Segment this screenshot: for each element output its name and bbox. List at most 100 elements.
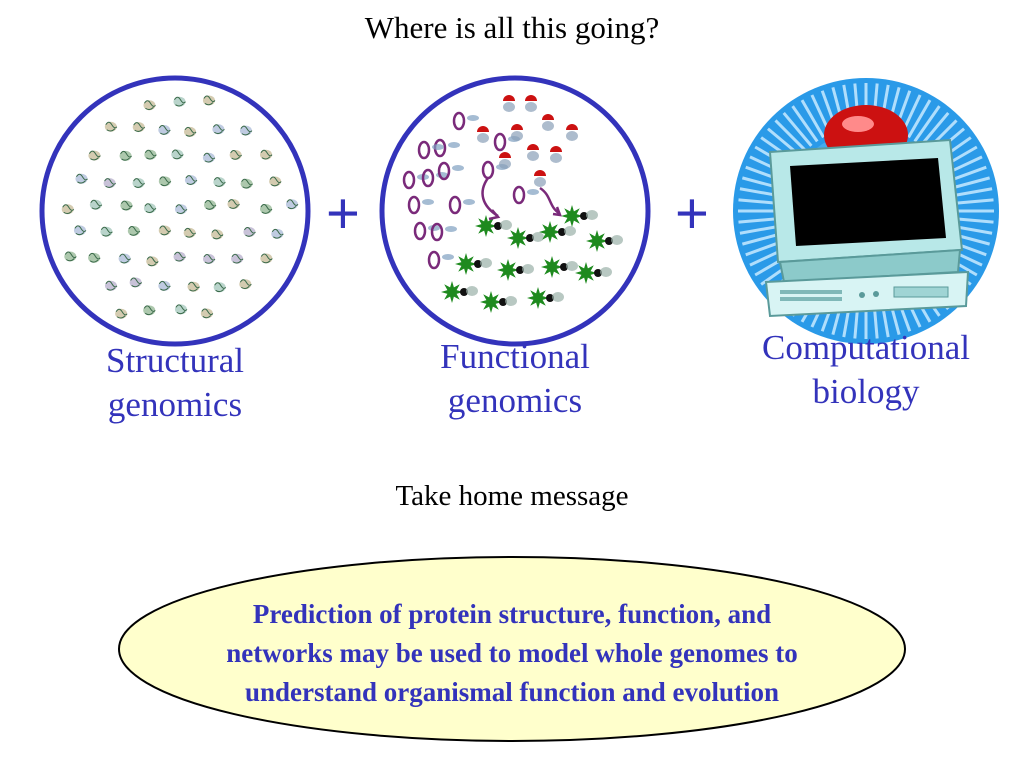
protein-blob-icon: [127, 225, 141, 236]
red-cap-protein-icon: [534, 170, 546, 187]
protein-blob-icon: [269, 176, 282, 187]
protein-blob-icon: [174, 304, 188, 315]
protein-blob-icon: [143, 100, 156, 111]
protein-blob-icon: [184, 175, 198, 186]
protein-blob-icon: [146, 256, 159, 267]
protein-blob-icon: [213, 282, 227, 293]
label-line: Structural: [105, 341, 245, 380]
take-home-message: Prediction of protein structure, functio…: [150, 595, 874, 712]
protein-blob-icon: [119, 150, 132, 161]
protein-blob-icon: [174, 204, 188, 215]
protein-blob-icon: [229, 149, 243, 160]
protein-blob-icon: [239, 125, 253, 136]
protein-blob-icon: [143, 305, 156, 316]
protein-blob-icon: [202, 95, 216, 106]
green-star-protein-icon: [475, 215, 512, 237]
red-cap-protein-icon: [477, 126, 489, 143]
red-cap-protein-icon: [503, 95, 515, 112]
label-computational-biology: Computational biology: [740, 326, 992, 414]
protein-blob-icon: [89, 199, 103, 210]
protein-blob-icon: [260, 253, 273, 264]
slide-title: Where is all this going?: [364, 10, 660, 45]
protein-blob-icon: [187, 281, 200, 292]
red-cap-protein-icon: [499, 152, 511, 169]
protein-blob-icon: [271, 228, 284, 239]
ring-molecule-icon: [437, 161, 464, 181]
green-star-protein-icon: [561, 205, 598, 227]
protein-blob-icon: [231, 253, 244, 264]
protein-blob-icon: [211, 229, 224, 240]
green-star-protein-icon: [507, 227, 544, 249]
label-line: genomics: [447, 381, 583, 420]
protein-blob-icon: [120, 200, 133, 211]
protein-blob-icon: [200, 308, 214, 319]
protein-cluster-icon: [61, 95, 299, 319]
green-star-protein-icon: [441, 205, 623, 313]
protein-blob-icon: [158, 176, 172, 187]
label-line: Functional: [440, 337, 590, 376]
ring-molecule-icon: [452, 111, 479, 131]
protein-blob-icon: [61, 204, 75, 215]
computer-monitor-icon: [733, 78, 999, 344]
take-home-ellipse: [118, 556, 906, 742]
message-line: understand organismal function and evolu…: [244, 677, 780, 707]
ring-molecule-icon: [512, 185, 539, 205]
red-cap-protein-icon: [477, 95, 578, 187]
protein-blob-icon: [143, 203, 157, 214]
protein-blob-icon: [75, 173, 88, 184]
ring-molecule-icon: [407, 195, 434, 215]
protein-blob-icon: [129, 277, 143, 288]
ring-molecule-icon: [430, 222, 457, 242]
protein-blob-icon: [88, 252, 101, 263]
protein-blob-icon: [285, 199, 299, 210]
ring-molecule-icon: [448, 195, 475, 215]
ring-molecule-icon: [417, 140, 444, 160]
red-cap-protein-icon: [525, 95, 537, 112]
protein-blob-icon: [260, 149, 273, 160]
protein-blob-icon: [212, 124, 225, 135]
protein-blob-icon: [144, 149, 157, 160]
protein-blob-icon: [158, 280, 171, 291]
red-cap-protein-icon: [511, 124, 523, 141]
protein-blob-icon: [115, 308, 128, 319]
protein-blob-icon: [132, 178, 145, 189]
protein-blob-icon: [243, 227, 256, 238]
protein-blob-icon: [184, 126, 197, 137]
protein-blob-icon: [103, 178, 117, 189]
take-home-heading: Take home message: [395, 480, 629, 512]
label-line: biology: [812, 372, 920, 411]
protein-blob-icon: [213, 177, 226, 188]
red-cap-protein-icon: [527, 144, 539, 161]
protein-blob-icon: [202, 253, 216, 264]
message-line: networks may be used to model whole geno…: [226, 638, 798, 668]
protein-blob-icon: [183, 227, 197, 238]
green-star-protein-icon: [539, 221, 576, 243]
protein-blob-icon: [202, 152, 216, 163]
protein-blob-icon: [132, 122, 146, 133]
protein-blob-icon: [203, 200, 217, 211]
protein-blob-icon: [259, 204, 273, 215]
functional-genomics-circle: [379, 75, 651, 347]
protein-blob-icon: [104, 280, 118, 291]
protein-blob-icon: [118, 253, 132, 264]
protein-blob-icon: [158, 225, 172, 236]
protein-blob-icon: [227, 199, 240, 210]
label-structural-genomics: Structural genomics: [60, 339, 290, 427]
protein-blob-icon: [239, 279, 252, 290]
green-star-protein-icon: [455, 253, 492, 275]
red-cap-protein-icon: [550, 146, 562, 163]
protein-blob-icon: [73, 225, 87, 236]
red-cap-protein-icon: [542, 114, 554, 131]
green-star-protein-icon: [575, 262, 612, 284]
green-star-protein-icon: [527, 287, 564, 309]
green-star-protein-icon: [441, 281, 478, 303]
plus-sign-1: +: [326, 181, 360, 246]
protein-blob-icon: [100, 226, 113, 237]
green-star-protein-icon: [541, 256, 578, 278]
label-line: genomics: [107, 385, 243, 424]
red-cap-protein-icon: [566, 124, 578, 141]
protein-blob-icon: [64, 251, 77, 262]
label-line: Computational: [761, 328, 971, 367]
green-star-protein-icon: [480, 291, 517, 313]
